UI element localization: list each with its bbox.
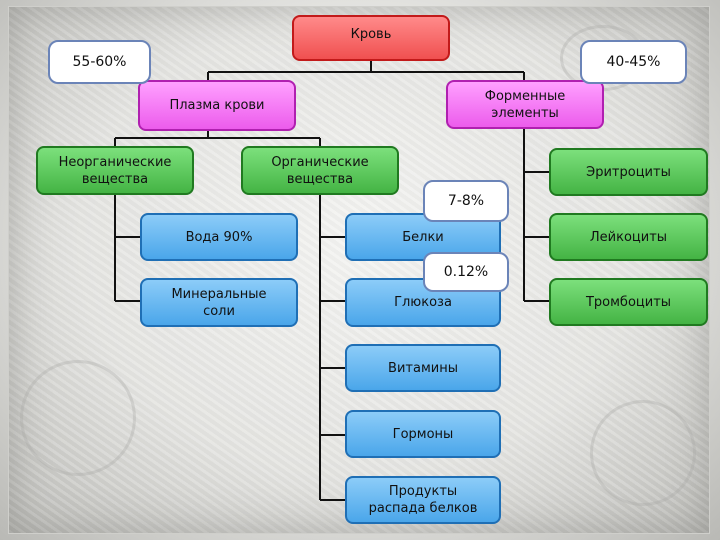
node-protein-breakdown-products: Продукты распада белков: [345, 476, 501, 524]
node-hormones: Гормоны: [345, 410, 501, 458]
node-leukocytes: Лейкоциты: [549, 213, 708, 261]
node-mineral-salts: Минеральные соли: [140, 278, 298, 327]
decorative-swirl: [590, 400, 696, 506]
node-plasma: Плазма крови: [138, 80, 296, 131]
plasma-share-badge: 55-60%: [48, 40, 151, 84]
formed-share-badge: 40-45%: [580, 40, 687, 84]
node-formed-elements: Форменные элементы: [446, 80, 604, 129]
node-vitamins: Витамины: [345, 344, 501, 392]
node-organic: Органические вещества: [241, 146, 399, 195]
node-inorganic: Неорганические вещества: [36, 146, 194, 195]
protein-share-badge: 7-8%: [423, 180, 509, 222]
node-erythrocytes: Эритроциты: [549, 148, 708, 196]
glucose-share-badge: 0.12%: [423, 252, 509, 292]
decorative-swirl: [20, 360, 136, 476]
node-blood: Кровь: [292, 15, 450, 61]
node-water: Вода 90%: [140, 213, 298, 261]
node-thrombocytes: Тромбоциты: [549, 278, 708, 326]
